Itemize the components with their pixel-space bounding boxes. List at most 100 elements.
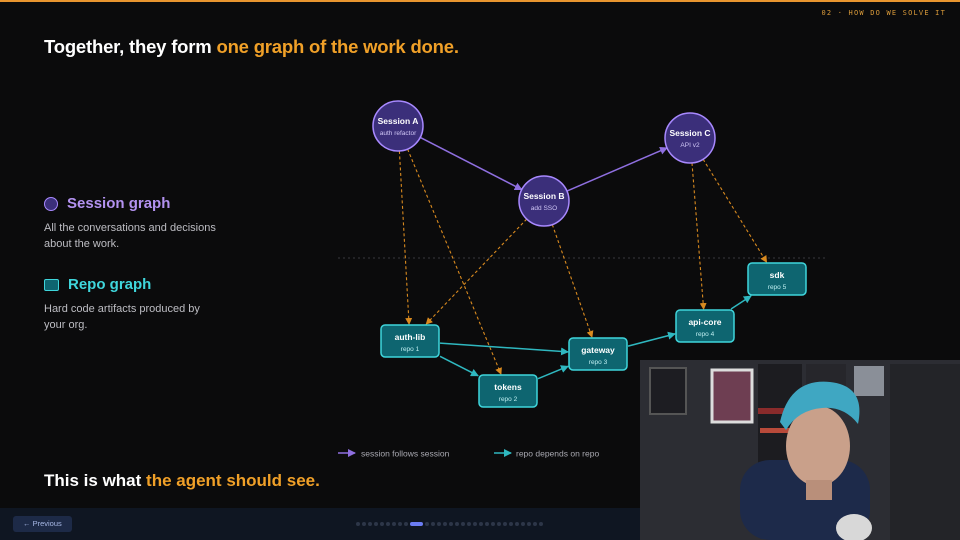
repo-edge-auth-lib-gateway [439, 342, 569, 356]
slide-dot[interactable] [455, 522, 459, 526]
page-title: Together, they form one graph of the wor… [44, 36, 459, 58]
slide-dot[interactable] [368, 522, 372, 526]
slide-dot[interactable] [479, 522, 483, 526]
repo-node-label: gateway [581, 345, 615, 355]
repo-edge-legend-label: repo depends on repo [516, 449, 599, 459]
link-edge-C-sdk [702, 158, 768, 263]
session-node-sub: add SSO [531, 205, 557, 212]
footer-highlight: the agent should see. [146, 471, 320, 490]
session-graph-legend: Session graph All the conversations and … [44, 195, 244, 252]
session-node-circle [372, 100, 424, 152]
session-node-label: Session A [378, 116, 419, 126]
session-node-sub: API v2 [680, 142, 700, 149]
slide-dot[interactable] [380, 522, 384, 526]
footer-statement: This is what the agent should see. [44, 471, 320, 491]
slide-dot-current[interactable] [410, 522, 423, 526]
repo-node-box [380, 324, 440, 358]
section-tag: 02 · HOW DO WE SOLVE IT [821, 9, 946, 17]
slide-dot[interactable] [473, 522, 477, 526]
link-edge-B-auth-lib [425, 218, 528, 325]
slide-dot[interactable] [398, 522, 402, 526]
repo-node-sub: repo 1 [401, 346, 420, 353]
slide-dot[interactable] [527, 522, 531, 526]
link-edge-B-gateway [551, 224, 594, 338]
slide-dot[interactable] [503, 522, 507, 526]
slide-dot[interactable] [491, 522, 495, 526]
session-graph-description: All the conversations and decisions abou… [44, 222, 216, 250]
session-node-c: Session C API v2 [664, 112, 716, 164]
slide-dot[interactable] [431, 522, 435, 526]
slide-dot[interactable] [521, 522, 525, 526]
repo-node-sub: repo 5 [768, 284, 787, 291]
repo-graph-legend: Repo graph Hard code artifacts produced … [44, 276, 244, 333]
repo-edge-tokens-gateway [537, 365, 569, 380]
link-edge-A-auth-lib [398, 150, 413, 325]
repo-square-icon [44, 278, 59, 291]
webcam-presenter-image [640, 360, 960, 540]
repo-node-sub: repo 4 [696, 331, 715, 338]
repo-node-gateway: gateway repo 3 [568, 337, 628, 371]
session-node-b: Session B add SSO [518, 175, 570, 227]
session-graph-title: Session graph [67, 195, 171, 212]
repo-node-label: auth-lib [395, 332, 426, 342]
previous-button[interactable]: ← Previous [13, 516, 72, 532]
slide-dot[interactable] [443, 522, 447, 526]
edge-legend: session follows session repo depends on … [338, 449, 599, 459]
link-edge-A-tokens [407, 148, 502, 375]
repo-graph-title-row: Repo graph [44, 276, 244, 293]
edges-layer [398, 136, 768, 380]
slide-navigation-bar: ← Previous [0, 508, 640, 540]
session-edge-legend-label: session follows session [361, 449, 450, 459]
slide-dot[interactable] [485, 522, 489, 526]
repo-node-box [675, 309, 735, 343]
session-graph-title-row: Session graph [44, 195, 244, 212]
repo-edge-gateway-api-core [627, 331, 676, 347]
session-circle-icon [44, 196, 58, 211]
slide-dot[interactable] [386, 522, 390, 526]
slide-dot[interactable] [515, 522, 519, 526]
session-node-circle [518, 175, 570, 227]
slide-dot[interactable] [425, 522, 429, 526]
session-edge-B-C [566, 147, 668, 192]
slide-dot[interactable] [404, 522, 408, 526]
slide-dot[interactable] [356, 522, 360, 526]
repo-edge-auth-lib-tokens [439, 355, 479, 377]
slide-dot[interactable] [467, 522, 471, 526]
session-node-label: Session C [669, 128, 710, 138]
session-edge-A-B [419, 136, 523, 191]
repo-node-box [568, 337, 628, 371]
title-prefix: Together, they form [44, 36, 217, 57]
repo-node-label: api-core [688, 317, 721, 327]
slide-dot[interactable] [362, 522, 366, 526]
webcam-feed [640, 360, 960, 540]
slide-dot[interactable] [374, 522, 378, 526]
repo-node-tokens: tokens repo 2 [478, 374, 538, 408]
session-node-circle [664, 112, 716, 164]
repo-node-api-core: api-core repo 4 [675, 309, 735, 343]
repo-node-auth-lib: auth-lib repo 1 [380, 324, 440, 358]
repo-edge-api-core-sdk [730, 295, 752, 310]
slide-dot[interactable] [461, 522, 465, 526]
repo-node-box [478, 374, 538, 408]
slide-dot[interactable] [437, 522, 441, 526]
footer-prefix: This is what [44, 471, 147, 490]
repo-node-box [747, 262, 807, 296]
repo-graph-description: Hard code artifacts produced by your org… [44, 303, 200, 331]
repo-node-label: tokens [494, 382, 522, 392]
repo-node-label: sdk [770, 270, 785, 280]
slide-dot[interactable] [449, 522, 453, 526]
repo-node-sub: repo 3 [589, 359, 608, 366]
slide-dot[interactable] [497, 522, 501, 526]
repo-node-sdk: sdk repo 5 [747, 262, 807, 296]
slide-dot[interactable] [533, 522, 537, 526]
session-node-label: Session B [523, 191, 564, 201]
repo-node-sub: repo 2 [499, 396, 518, 403]
slide-dot[interactable] [539, 522, 543, 526]
slide-progress-dots [356, 522, 543, 526]
title-highlight: one graph of the work done. [216, 36, 459, 57]
slide-dot[interactable] [392, 522, 396, 526]
slide-dot[interactable] [509, 522, 513, 526]
